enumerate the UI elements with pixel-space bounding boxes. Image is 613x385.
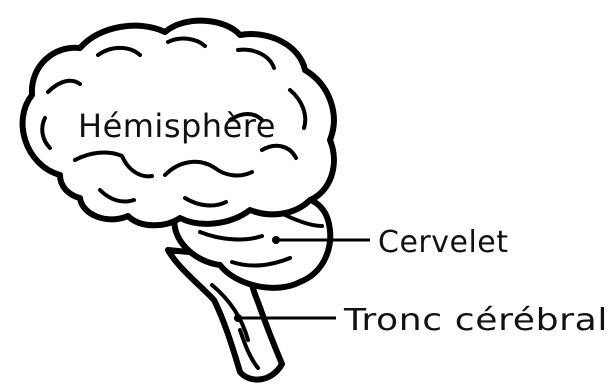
- label-hemisphere: Hémisphère: [78, 107, 276, 145]
- label-cerebellum: Cervelet: [378, 225, 509, 260]
- label-brainstem: Tronc cérébral: [343, 303, 608, 338]
